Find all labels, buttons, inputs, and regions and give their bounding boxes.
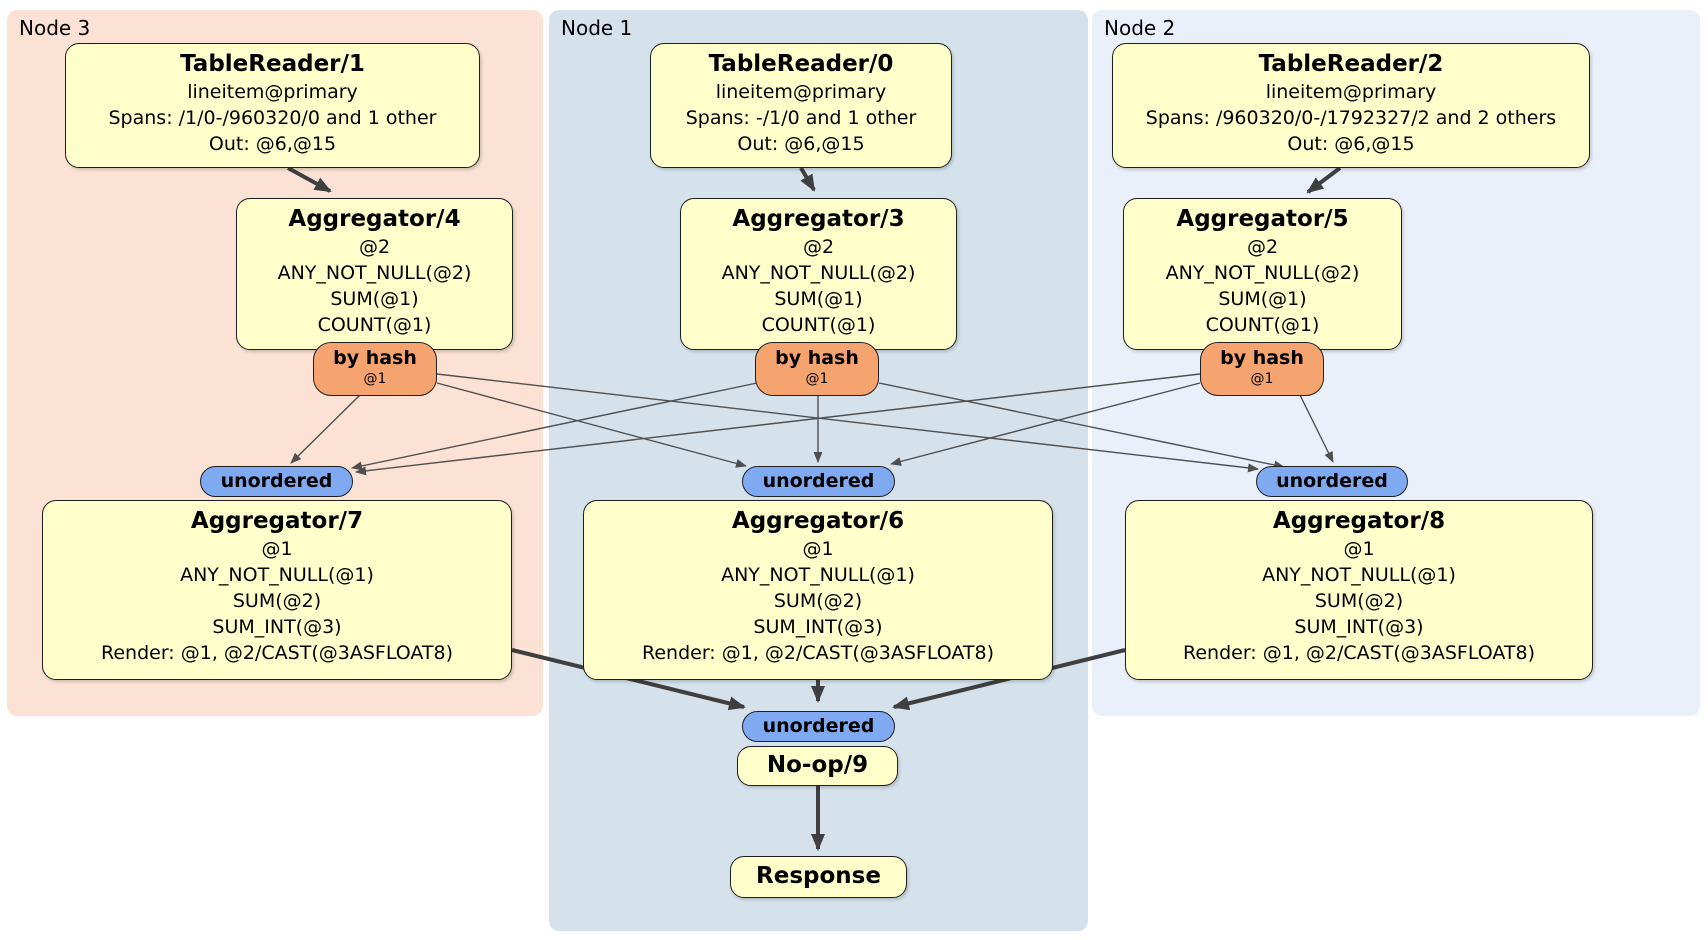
aggregator-group-cols: @1: [1343, 538, 1375, 560]
aggregator-fn: COUNT(@1): [1205, 314, 1320, 336]
aggregator-fn: ANY_NOT_NULL(@1): [1262, 564, 1456, 586]
aggregator-fn: ANY_NOT_NULL(@1): [180, 564, 374, 586]
processor-aggregator-5: Aggregator/5 @2 ANY_NOT_NULL(@2) SUM(@1)…: [1123, 198, 1402, 350]
aggregator-fn: ANY_NOT_NULL(@2): [721, 262, 916, 284]
aggregator-fn: SUM_INT(@3): [212, 616, 342, 638]
aggregator-group-cols: @2: [802, 236, 835, 258]
aggregator-render: Render: @1, @2/CAST(@3ASFLOAT8): [101, 642, 453, 664]
region-label-node-2: Node 2: [1104, 16, 1176, 40]
edge-hash3-unordered1: [436, 382, 747, 468]
region-label-node-3: Node 3: [19, 16, 91, 40]
processor-tablereader-2: TableReader/2 lineitem@primary Spans: /9…: [1112, 43, 1590, 168]
edge-tablereader0-aggregator3: [799, 166, 816, 192]
processor-title: No-op/9: [766, 752, 869, 778]
stream-unordered-node1: unordered: [742, 466, 895, 497]
edge-hash2-unordered1: [890, 382, 1201, 466]
processor-title: TableReader/0: [708, 51, 894, 77]
edge-hash2-unordered2: [1299, 394, 1334, 463]
processor-aggregator-8: Aggregator/8 @1 ANY_NOT_NULL(@1) SUM(@2)…: [1125, 500, 1593, 680]
processor-title: Aggregator/6: [731, 508, 905, 534]
processor-aggregator-3: Aggregator/3 @2 ANY_NOT_NULL(@2) SUM(@1)…: [680, 198, 957, 350]
processor-noop-9: No-op/9: [737, 746, 898, 786]
processor-tablereader-1: TableReader/1 lineitem@primary Spans: /1…: [65, 43, 480, 168]
router-label: by hash: [1220, 347, 1304, 369]
edge-hash3-unordered3: [290, 394, 361, 464]
processor-spans: Spans: /960320/0-/1792327/2 and 2 others: [1145, 107, 1557, 129]
aggregator-fn: SUM(@2): [232, 590, 322, 612]
processor-title: TableReader/2: [1258, 51, 1444, 77]
aggregator-fn: SUM(@1): [1218, 288, 1307, 310]
edge-hash1-unordered3: [351, 382, 758, 471]
processor-title: Aggregator/5: [1176, 206, 1349, 232]
aggregator-group-cols: @2: [358, 236, 391, 258]
aggregator-group-cols: @1: [261, 538, 293, 560]
edge-tablereader2-aggregator5: [1306, 166, 1342, 194]
processor-title: TableReader/1: [180, 51, 365, 77]
aggregator-render: Render: @1, @2/CAST(@3ASFLOAT8): [642, 642, 994, 664]
processor-spans: Spans: -/1/0 and 1 other: [685, 107, 917, 129]
stream-unordered-node2: unordered: [1256, 466, 1408, 497]
router-by-hash-node3: by hash @1: [313, 342, 437, 396]
stream-unordered-node3: unordered: [200, 466, 353, 497]
processor-title: Aggregator/7: [190, 508, 364, 534]
processor-index: lineitem@primary: [1265, 81, 1437, 103]
processor-aggregator-6: Aggregator/6 @1 ANY_NOT_NULL(@1) SUM(@2)…: [583, 500, 1053, 680]
aggregator-group-cols: @1: [802, 538, 834, 560]
aggregator-fn: SUM(@2): [1314, 590, 1404, 612]
aggregator-fn: ANY_NOT_NULL(@2): [277, 262, 472, 284]
processor-tablereader-0: TableReader/0 lineitem@primary Spans: -/…: [650, 43, 952, 168]
aggregator-fn: ANY_NOT_NULL(@2): [1165, 262, 1360, 284]
aggregator-fn: SUM(@1): [330, 288, 419, 310]
router-hash-cols: @1: [805, 371, 829, 387]
processor-title: Aggregator/3: [732, 206, 905, 232]
aggregator-fn: SUM_INT(@3): [753, 616, 883, 638]
router-by-hash-node2: by hash @1: [1200, 342, 1324, 396]
router-label: by hash: [333, 347, 417, 369]
router-by-hash-node1: by hash @1: [755, 342, 879, 396]
aggregator-fn: SUM(@1): [774, 288, 863, 310]
processor-title: Response: [756, 863, 881, 889]
processor-index: lineitem@primary: [715, 81, 887, 103]
edge-hash1-unordered2: [878, 382, 1285, 470]
processor-out: Out: @6,@15: [208, 133, 337, 155]
processor-title: Aggregator/4: [288, 206, 461, 232]
aggregator-fn: COUNT(@1): [317, 314, 432, 336]
aggregator-fn: SUM(@2): [773, 590, 863, 612]
processor-index: lineitem@primary: [187, 81, 358, 103]
processor-out: Out: @6,@15: [1287, 133, 1415, 155]
processor-response: Response: [730, 856, 907, 898]
edge-hash3-unordered2: [436, 373, 1259, 473]
aggregator-group-cols: @2: [1246, 236, 1279, 258]
region-label-node-1: Node 1: [561, 16, 633, 40]
edge-hash2-unordered3: [355, 373, 1201, 476]
aggregator-fn: SUM_INT(@3): [1294, 616, 1424, 638]
aggregator-fn: ANY_NOT_NULL(@1): [721, 564, 915, 586]
aggregator-fn: COUNT(@1): [761, 314, 876, 336]
router-label: by hash: [775, 347, 859, 369]
processor-aggregator-7: Aggregator/7 @1 ANY_NOT_NULL(@1) SUM(@2)…: [42, 500, 512, 680]
processor-title: Aggregator/8: [1272, 508, 1446, 534]
router-hash-cols: @1: [1250, 371, 1274, 387]
processor-out: Out: @6,@15: [737, 133, 865, 155]
processor-spans: Spans: /1/0-/960320/0 and 1 other: [108, 107, 437, 129]
processor-aggregator-4: Aggregator/4 @2 ANY_NOT_NULL(@2) SUM(@1)…: [236, 198, 513, 350]
edge-tablereader1-aggregator4: [287, 166, 332, 193]
stream-unordered-final: unordered: [742, 711, 895, 742]
router-hash-cols: @1: [363, 371, 387, 387]
aggregator-render: Render: @1, @2/CAST(@3ASFLOAT8): [1183, 642, 1535, 664]
